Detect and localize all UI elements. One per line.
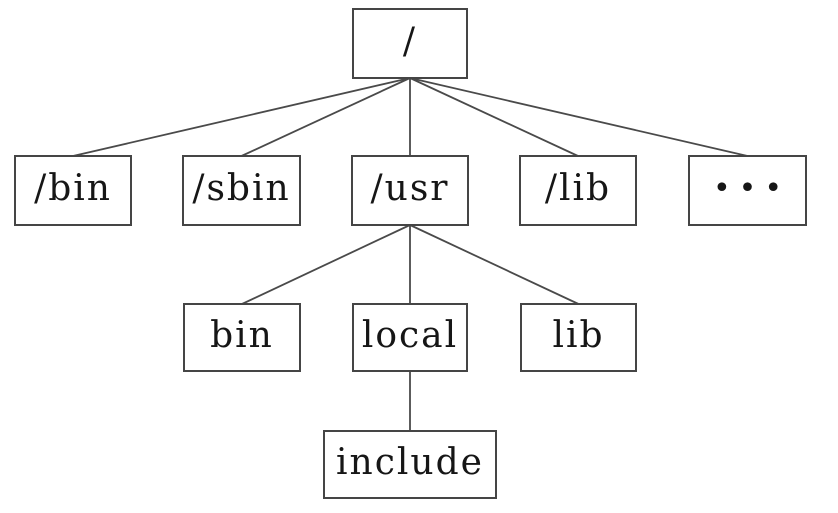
node-include: include (323, 430, 497, 499)
node-usr-lib: lib (520, 303, 637, 372)
node-usr-local: local (352, 303, 468, 372)
node-root: / (352, 8, 468, 79)
node-bin-label: /bin (34, 167, 112, 209)
node-ellipsis: ••• (688, 155, 807, 226)
node-root-label: / (402, 20, 418, 62)
node-usr-bin: bin (183, 303, 301, 372)
node-lib-label: /lib (544, 167, 612, 209)
node-sbin-label: /sbin (192, 167, 291, 209)
node-usr-local-label: local (361, 314, 459, 356)
node-usr-label: /usr (370, 167, 450, 209)
node-lib: /lib (519, 155, 637, 226)
ellipsis-dots-icon: ••• (712, 170, 791, 206)
node-usr-bin-label: bin (210, 314, 274, 356)
node-usr-lib-label: lib (552, 314, 605, 356)
node-sbin: /sbin (182, 155, 301, 226)
node-include-label: include (336, 441, 484, 483)
node-bin: /bin (14, 155, 132, 226)
node-usr: /usr (351, 155, 469, 226)
